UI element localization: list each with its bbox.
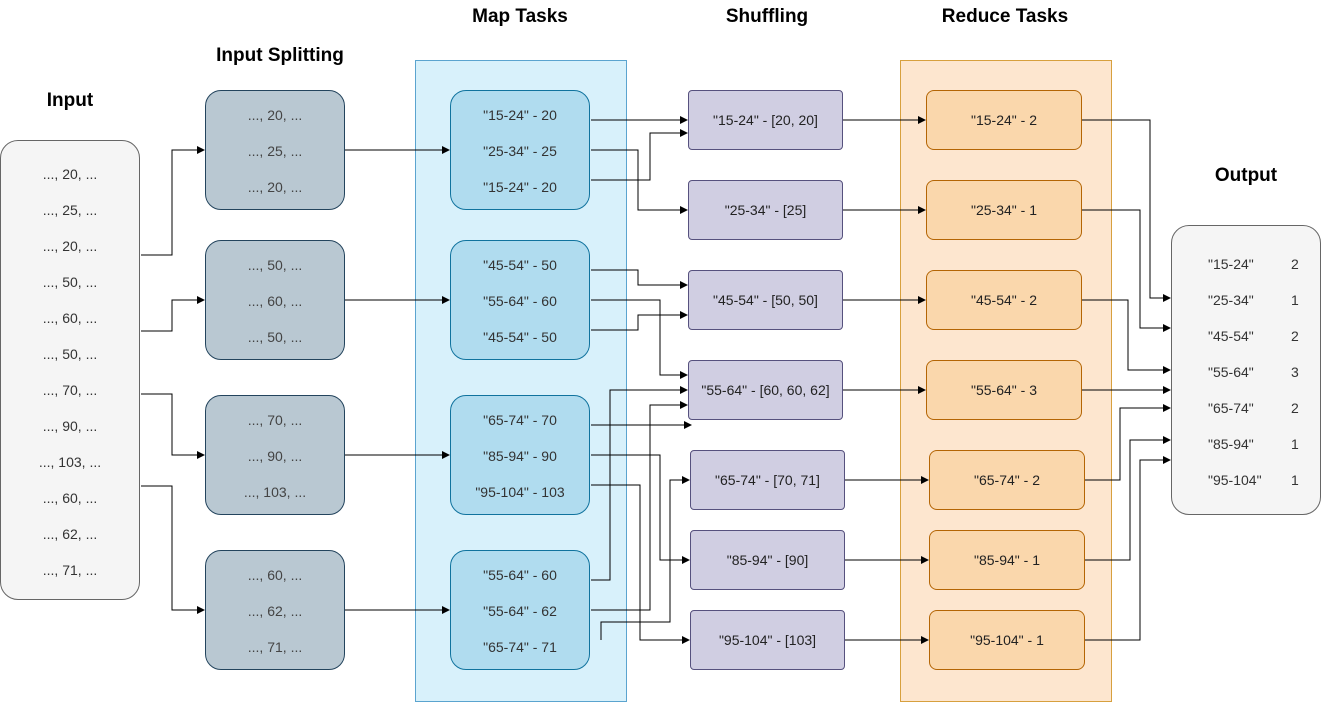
reduce-box-25-34: "25-34" - 1	[926, 180, 1082, 240]
reduce-box-65-74: "65-74" - 2	[929, 450, 1085, 510]
heading-map-tasks: Map Tasks	[472, 6, 568, 27]
reduce-box-45-54: "45-54" - 2	[926, 270, 1082, 330]
shuffle-box-85-94: "85-94" - [90]	[690, 530, 845, 590]
map-pair: "65-74" - 71	[483, 639, 557, 655]
split-value: ..., 50, ...	[247, 329, 303, 345]
map-pair: "95-104" - 103	[475, 484, 565, 500]
map-pair: "45-54" - 50	[483, 257, 557, 273]
output-count: 2	[1291, 256, 1299, 272]
output-count: 3	[1291, 364, 1299, 380]
map-pair: "55-64" - 60	[483, 293, 557, 309]
map-pair: "85-94" - 90	[483, 448, 557, 464]
split-value: ..., 71, ...	[247, 639, 303, 655]
input-value: ..., 103, ...	[38, 454, 102, 470]
shuffle-box-15-24: "15-24" - [20, 20]	[688, 90, 843, 150]
input-value: ..., 60, ...	[42, 310, 98, 326]
map-pair: "65-74" - 70	[483, 412, 557, 428]
split-value: ..., 103, ...	[243, 484, 307, 500]
heading-shuffling: Shuffling	[725, 6, 809, 27]
input-value: ..., 71, ...	[42, 562, 98, 578]
reduce-box-85-94: "85-94" - 1	[929, 530, 1085, 590]
output-count: 1	[1291, 436, 1299, 452]
heading-reduce-tasks: Reduce Tasks	[941, 6, 1069, 27]
shuffle-box-65-74: "65-74" - [70, 71]	[690, 450, 845, 510]
reduce-box-95-104: "95-104" - 1	[929, 610, 1085, 670]
map-pair: "25-34" - 25	[483, 143, 557, 159]
split-box-2: ..., 50, ... ..., 60, ... ..., 50, ...	[205, 240, 345, 360]
split-value: ..., 60, ...	[247, 567, 303, 583]
split-box-3: ..., 70, ... ..., 90, ... ..., 103, ...	[205, 395, 345, 515]
output-key: "85-94"	[1208, 436, 1254, 452]
split-box-1: ..., 20, ... ..., 25, ... ..., 20, ...	[205, 90, 345, 210]
map-task-box-2: "45-54" - 50 "55-64" - 60 "45-54" - 50	[450, 240, 590, 360]
input-value: ..., 50, ...	[42, 346, 98, 362]
map-task-box-3: "65-74" - 70 "85-94" - 90 "95-104" - 103	[450, 395, 590, 515]
input-value: ..., 25, ...	[42, 202, 98, 218]
heading-output: Output	[1214, 165, 1278, 186]
shuffle-box-55-64: "55-64" - [60, 60, 62]	[688, 360, 843, 420]
output-box: "15-24" 2 "25-34" 1 "45-54" 2 "55-64" 3 …	[1171, 225, 1321, 515]
input-value: ..., 62, ...	[42, 526, 98, 542]
input-value: ..., 90, ...	[42, 418, 98, 434]
heading-input-splitting: Input Splitting	[216, 45, 344, 66]
map-task-box-4: "55-64" - 60 "55-64" - 62 "65-74" - 71	[450, 550, 590, 670]
split-value: ..., 62, ...	[247, 603, 303, 619]
output-count: 1	[1291, 292, 1299, 308]
output-key: "25-34"	[1208, 292, 1254, 308]
output-key: "55-64"	[1208, 364, 1254, 380]
output-key: "15-24"	[1208, 256, 1254, 272]
input-value: ..., 50, ...	[42, 274, 98, 290]
input-value: ..., 20, ...	[42, 238, 98, 254]
split-value: ..., 90, ...	[247, 448, 303, 464]
output-key: "95-104"	[1208, 472, 1262, 488]
split-value: ..., 50, ...	[247, 257, 303, 273]
split-value: ..., 70, ...	[247, 412, 303, 428]
arrow-input-to-split-3	[141, 393, 205, 459]
map-pair: "15-24" - 20	[483, 179, 557, 195]
map-pair: "55-64" - 60	[483, 567, 557, 583]
split-value: ..., 20, ...	[247, 179, 303, 195]
output-key: "65-74"	[1208, 400, 1254, 416]
shuffle-box-45-54: "45-54" - [50, 50]	[688, 270, 843, 330]
input-value: ..., 70, ...	[42, 382, 98, 398]
output-count: 2	[1291, 328, 1299, 344]
split-value: ..., 20, ...	[247, 107, 303, 123]
arrow-input-to-split-1	[141, 146, 205, 256]
shuffle-box-25-34: "25-34" - [25]	[688, 180, 843, 240]
map-pair: "45-54" - 50	[483, 329, 557, 345]
split-box-4: ..., 60, ... ..., 62, ... ..., 71, ...	[205, 550, 345, 670]
input-value: ..., 60, ...	[42, 490, 98, 506]
output-count: 2	[1291, 400, 1299, 416]
shuffle-box-95-104: "95-104" - [103]	[690, 610, 845, 670]
heading-input: Input	[46, 90, 94, 111]
output-key: "45-54"	[1208, 328, 1254, 344]
output-count: 1	[1291, 472, 1299, 488]
input-value: ..., 20, ...	[42, 166, 98, 182]
arrow-input-to-split-2	[141, 296, 205, 332]
map-pair: "15-24" - 20	[483, 107, 557, 123]
input-box: ..., 20, ... ..., 25, ... ..., 20, ... .…	[0, 140, 140, 600]
reduce-box-55-64: "55-64" - 3	[926, 360, 1082, 420]
split-value: ..., 25, ...	[247, 143, 303, 159]
arrow-input-to-split-4	[141, 485, 205, 614]
map-pair: "55-64" - 62	[483, 603, 557, 619]
reduce-box-15-24: "15-24" - 2	[926, 90, 1082, 150]
map-task-box-1: "15-24" - 20 "25-34" - 25 "15-24" - 20	[450, 90, 590, 210]
split-value: ..., 60, ...	[247, 293, 303, 309]
